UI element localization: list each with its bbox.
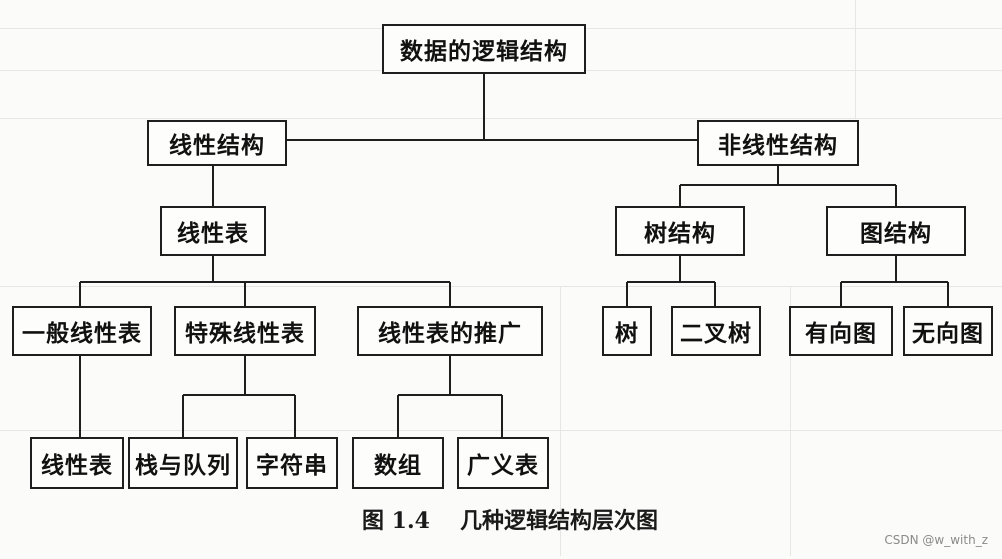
connector-graph-structure xyxy=(840,256,949,306)
node-root: 数据的逻辑结构 xyxy=(382,24,586,74)
node-linear-list: 线性表 xyxy=(160,206,266,256)
background-rule xyxy=(0,286,1002,287)
watermark: CSDN @w_with_z xyxy=(884,533,988,547)
node-binary-tree: 二叉树 xyxy=(671,306,761,356)
node-tree-structure: 树结构 xyxy=(615,206,745,256)
node-linear-list-leaf: 线性表 xyxy=(30,437,124,489)
connector-root xyxy=(212,74,779,141)
node-generalized-list: 广义表 xyxy=(457,437,549,489)
node-graph-structure: 图结构 xyxy=(826,206,966,256)
connector-special-list xyxy=(182,356,296,437)
background-rule xyxy=(855,0,856,118)
figure-number: 图 1.4 xyxy=(362,508,430,534)
connector-linear-list xyxy=(79,256,451,306)
connector-tree-structure xyxy=(626,256,716,306)
node-stack-and-queue: 栈与队列 xyxy=(128,437,238,489)
node-string: 字符串 xyxy=(246,437,338,489)
background-rule xyxy=(0,118,1002,119)
figure-title: 几种逻辑结构层次图 xyxy=(459,509,658,534)
node-nonlinear-structure: 非线性结构 xyxy=(697,120,859,166)
node-general-linear-list: 一般线性表 xyxy=(12,306,152,356)
background-rule xyxy=(790,286,791,556)
connector-nonlinear xyxy=(679,166,897,206)
node-linear-list-extension: 线性表的推广 xyxy=(357,306,543,356)
node-tree: 树 xyxy=(602,306,652,356)
figure-caption: 图 1.4 几种逻辑结构层次图 xyxy=(300,503,720,535)
node-undirected-graph: 无向图 xyxy=(903,306,993,356)
node-directed-graph: 有向图 xyxy=(789,306,893,356)
node-special-linear-list: 特殊线性表 xyxy=(174,306,316,356)
connector-extension xyxy=(397,356,503,437)
background-rule xyxy=(560,286,561,556)
node-linear-structure: 线性结构 xyxy=(147,120,287,166)
node-array: 数组 xyxy=(352,437,444,489)
